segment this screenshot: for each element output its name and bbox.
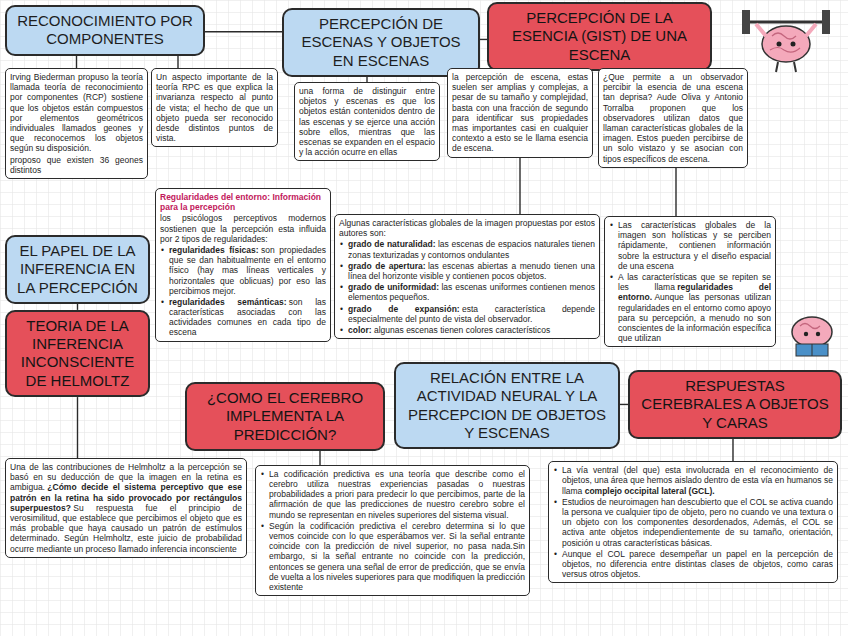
body-text: Aunque el COL parece desempeñar un papel…: [562, 549, 833, 579]
note-box: Un aspecto importante de la teoría RPC e…: [151, 68, 278, 147]
body-text: algunas escenas tienen colores caracterí…: [374, 325, 550, 335]
bullet-item: La vía ventral (del que) esta involucrad…: [553, 465, 833, 496]
note-box: La vía ventral (del que) esta involucrad…: [548, 461, 838, 583]
bold-term: grado de expansión:: [348, 304, 460, 314]
paragraph: una forma de distinguir entre objetos y …: [299, 86, 435, 157]
body-text: ¿COMO EL CEREBRO IMPLEMENTA LA PREDICCIÓ…: [207, 389, 363, 443]
connector-line: [77, 304, 78, 310]
bullet-item: regularidades físicas:son propiedades qu…: [160, 245, 326, 296]
body-text: RELACIÓN ENTRE LA ACTIVIDAD NEURAL Y LA …: [408, 369, 606, 441]
body-text: una forma de distinguir entre objetos y …: [299, 86, 435, 157]
body-text: Según la codificación predictiva el cere…: [269, 521, 525, 592]
body-text: los psicólogos perceptivos modernos sost…: [160, 213, 326, 243]
note-box: Irving Biederman propuso la teoría llama…: [5, 68, 148, 179]
note-box: La codificación predictiva es una teoría…: [255, 465, 530, 596]
bullet-item: grado de apertura:las escenas abiertas a…: [339, 261, 595, 281]
paragraph: proposo que existen 36 geones distintos: [10, 155, 143, 175]
paragraph: RESPUESTAS CEREBRALES A OBJETOS Y CARAS: [637, 377, 833, 432]
paragraph: Una de las contribuciones de Helmholtz a…: [10, 462, 242, 554]
connector-line: [732, 439, 733, 461]
body-text: ¿Que permite a un observador percibir la…: [603, 72, 743, 164]
topic-header: PERCEPCIÓN DE ESCENAS Y OBJETOS EN ESCEN…: [282, 8, 480, 77]
paragraph: Irving Biederman propuso la teoría llama…: [10, 72, 143, 154]
body-text: RESPUESTAS CEREBRALES A OBJETOS Y CARAS: [641, 377, 828, 431]
connector-line: [519, 158, 520, 215]
topic-header: TEORIA DE LA INFERENCIA INCONSCIENTE DE …: [5, 310, 150, 397]
body-text: Las características globales de la image…: [618, 220, 771, 271]
note-box: ¿Que permite a un observador percibir la…: [598, 68, 748, 168]
paragraph: TEORIA DE LA INFERENCIA INCONSCIENTE DE …: [14, 317, 141, 390]
topic-header: RECONOCIMIENTO POR COMPONENTES: [5, 5, 205, 56]
brain-reading-icon: [792, 317, 832, 356]
connector-line: [675, 168, 676, 216]
paragraph: PERCEPCIÓN DE ESCENAS Y OBJETOS EN ESCEN…: [291, 15, 471, 70]
brain-lifting-icon: [742, 10, 830, 72]
bullet-item: regularidades semánticas:son las caracte…: [160, 297, 326, 338]
body-text: La codificación predictiva es una teoría…: [269, 469, 525, 520]
body-text: Irving Biederman propuso la teoría llama…: [10, 72, 143, 153]
bullet-item: Según la codificación predictiva el cere…: [260, 521, 525, 592]
note-box: Una de las contribuciones de Helmholtz a…: [5, 458, 247, 558]
topic-header: ¿COMO EL CEREBRO IMPLEMENTA LA PREDICCIÓ…: [185, 382, 385, 451]
box-heading: Regularidades del entorno: Información p…: [160, 192, 326, 212]
connector-line: [77, 397, 78, 458]
bullet-item: La codificación predictiva es una teoría…: [260, 469, 525, 520]
topic-header: PERCEPCIÓN DE LA ESENCIA (GIST) DE UNA E…: [487, 2, 712, 71]
paragraph: Un aspecto importante de la teoría RPC e…: [156, 72, 273, 143]
connector-line: [205, 31, 282, 32]
topic-header: RELACIÓN ENTRE LA ACTIVIDAD NEURAL Y LA …: [394, 362, 620, 449]
bold-term: grado de naturalidad:: [348, 239, 436, 249]
body-text: proposo que existen 36 geones distintos: [10, 155, 143, 175]
note-box: una forma de distinguir entre objetos y …: [294, 82, 440, 161]
connector-line: [620, 404, 628, 405]
bullet-item: Aunque el COL parece desempeñar un papel…: [553, 549, 833, 580]
body-text: TEORIA DE LA INFERENCIA INCONSCIENTE DE …: [21, 317, 134, 389]
topic-header: EL PAPEL DE LA INFERENCIA EN LA PERCEPCI…: [5, 235, 150, 304]
body-text: Algunas características globales de la i…: [339, 218, 595, 238]
bullet-item: grado de uniformidad:las escenas uniform…: [339, 282, 595, 302]
bullet-item: Las características globales de la image…: [609, 220, 771, 271]
body-text: EL PAPEL DE LA INFERENCIA EN LA PERCEPCI…: [17, 242, 138, 296]
note-box: Algunas características globales de la i…: [334, 214, 600, 339]
heading-text: Regularidades del entorno: Información p…: [160, 192, 321, 212]
connector-line: [480, 39, 487, 40]
paragraph: los psicólogos perceptivos modernos sost…: [160, 213, 326, 244]
body-text: la percepción de escena, estas suelen se…: [452, 72, 588, 153]
bullet-item: grado de expansión:esta característica d…: [339, 304, 595, 324]
bullet-item: A las características que se repiten se …: [609, 272, 771, 343]
bold-term: regularidades físicas:: [169, 245, 259, 255]
paragraph: ¿Que permite a un observador percibir la…: [603, 72, 743, 164]
paragraph: PERCEPCIÓN DE LA ESENCIA (GIST) DE UNA E…: [496, 9, 703, 64]
paragraph: la percepción de escena, estas suelen se…: [452, 72, 588, 154]
body-text: Un aspecto importante de la teoría RPC e…: [156, 72, 273, 143]
bullet-item: color:algunas escenas tienen colores car…: [339, 325, 595, 335]
bold-term: complejo occipital lateral (GCL).: [585, 486, 715, 496]
bullet-item: grado de naturalidad:las escenas de espa…: [339, 239, 595, 259]
bold-term: grado de apertura:: [348, 261, 426, 271]
bold-term: regularidades semánticas:: [169, 297, 286, 307]
paragraph: RECONOCIMIENTO POR COMPONENTES: [14, 12, 196, 49]
bullet-item: Estudios de neuroimagen han descubierto …: [553, 497, 833, 548]
topic-header: RESPUESTAS CEREBRALES A OBJETOS Y CARAS: [628, 370, 842, 439]
body-text: RECONOCIMIENTO POR COMPONENTES: [17, 12, 193, 47]
paragraph: ¿COMO EL CEREBRO IMPLEMENTA LA PREDICCIÓ…: [194, 389, 376, 444]
connector-line: [319, 451, 320, 465]
paragraph: Algunas características globales de la i…: [339, 218, 595, 238]
note-box: la percepción de escena, estas suelen se…: [447, 68, 593, 158]
body-text: PERCEPCIÓN DE ESCENAS Y OBJETOS EN ESCEN…: [301, 15, 460, 69]
paragraph: EL PAPEL DE LA INFERENCIA EN LA PERCEPCI…: [14, 242, 141, 297]
bold-term: color:: [348, 325, 372, 335]
connector-line: [76, 56, 77, 68]
note-box: Las características globales de la image…: [604, 216, 776, 347]
connector-line: [177, 56, 178, 68]
body-text: PERCEPCIÓN DE LA ESENCIA (GIST) DE UNA E…: [512, 9, 687, 63]
body-text: Estudios de neuroimagen han descubierto …: [562, 497, 833, 548]
bold-term: grado de uniformidad:: [348, 282, 439, 292]
paragraph: RELACIÓN ENTRE LA ACTIVIDAD NEURAL Y LA …: [403, 369, 611, 442]
note-box: Regularidades del entorno: Información p…: [155, 188, 331, 342]
